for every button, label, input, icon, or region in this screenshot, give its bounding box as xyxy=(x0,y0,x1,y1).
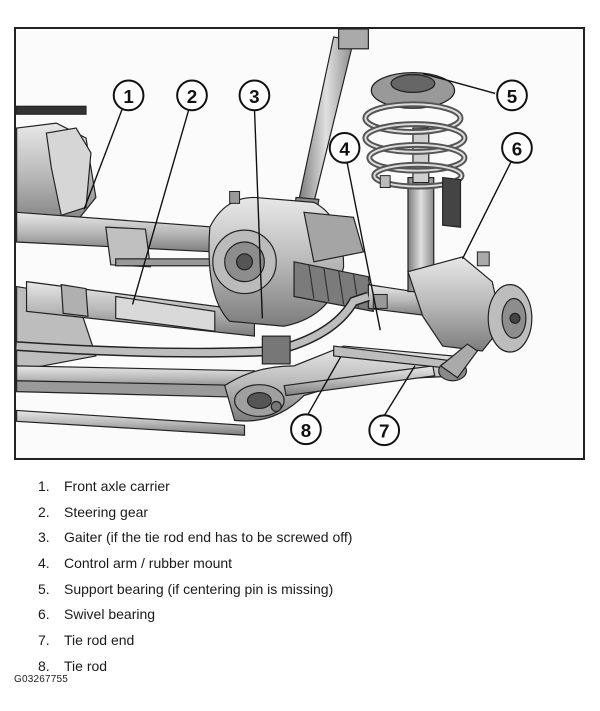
legend-label: Gaiter (if the tie rod end has to be scr… xyxy=(64,529,353,546)
gear-housing xyxy=(208,196,365,327)
legend-item-6: 6. Swivel bearing xyxy=(38,601,578,627)
stabilizer-bar xyxy=(16,291,370,365)
leader-lines xyxy=(83,72,513,418)
suspension-diagram: 1 2 3 4 5 6 7 8 xyxy=(14,27,585,460)
callout-7: 7 xyxy=(368,414,401,447)
callout-1: 1 xyxy=(112,79,145,112)
parts-legend: 1. Front axle carrier 2. Steering gear 3… xyxy=(38,473,578,679)
axle-carrier-frame xyxy=(16,105,271,436)
callout-3: 3 xyxy=(238,79,271,112)
callout-7-number: 7 xyxy=(379,421,389,442)
steering-gear-rack xyxy=(25,280,256,337)
legend-number: 3. xyxy=(38,529,50,546)
legend-number: 4. xyxy=(38,554,50,571)
legend-number: 8. xyxy=(38,657,50,674)
legend-item-8: 8. Tie rod xyxy=(38,653,578,679)
legend-label: Support bearing (if centering pin is mis… xyxy=(64,580,334,597)
tie-rod-end xyxy=(438,343,479,382)
legend-number: 6. xyxy=(38,606,50,623)
coil-spring xyxy=(362,71,468,190)
legend-item-2: 2. Steering gear xyxy=(38,499,578,525)
figure-code: G03267755 xyxy=(14,674,69,685)
callout-1-number: 1 xyxy=(123,86,133,107)
legend-item-4: 4. Control arm / rubber mount xyxy=(38,550,578,576)
callout-5: 5 xyxy=(496,79,528,112)
callout-4-number: 4 xyxy=(339,138,350,159)
legend-label: Swivel bearing xyxy=(64,606,156,623)
callout-6: 6 xyxy=(501,132,533,164)
legend-item-1: 1. Front axle carrier xyxy=(38,473,578,499)
callout-2-number: 2 xyxy=(187,86,197,107)
callout-5-number: 5 xyxy=(507,86,517,107)
callout-8-number: 8 xyxy=(301,420,311,441)
legend-number: 1. xyxy=(38,477,50,494)
legend-label: Tie rod end xyxy=(64,631,135,648)
legend-item-5: 5. Support bearing (if centering pin is … xyxy=(38,576,578,602)
tie-rod xyxy=(283,345,456,397)
callout-2: 2 xyxy=(176,79,208,112)
legend-label: Steering gear xyxy=(64,503,149,520)
bolts xyxy=(229,175,490,309)
diagram-illustration: 1 2 3 4 5 6 7 8 xyxy=(16,29,533,447)
legend-label: Tie rod xyxy=(64,657,108,674)
drive-shaft xyxy=(16,211,216,268)
callout-4: 4 xyxy=(328,132,361,164)
legend-number: 5. xyxy=(38,580,50,597)
legend-number: 7. xyxy=(38,631,50,648)
legend-number: 2. xyxy=(38,503,50,520)
callout-3-number: 3 xyxy=(249,86,259,107)
legend-item-3: 3. Gaiter (if the tie rod end has to be … xyxy=(38,524,578,550)
callout-6-number: 6 xyxy=(512,138,522,159)
legend-label: Front axle carrier xyxy=(64,477,170,494)
swivel-bearing xyxy=(407,176,533,353)
legend-label: Control arm / rubber mount xyxy=(64,554,233,571)
callout-8: 8 xyxy=(290,413,322,446)
legend-item-7: 7. Tie rod end xyxy=(38,627,578,653)
